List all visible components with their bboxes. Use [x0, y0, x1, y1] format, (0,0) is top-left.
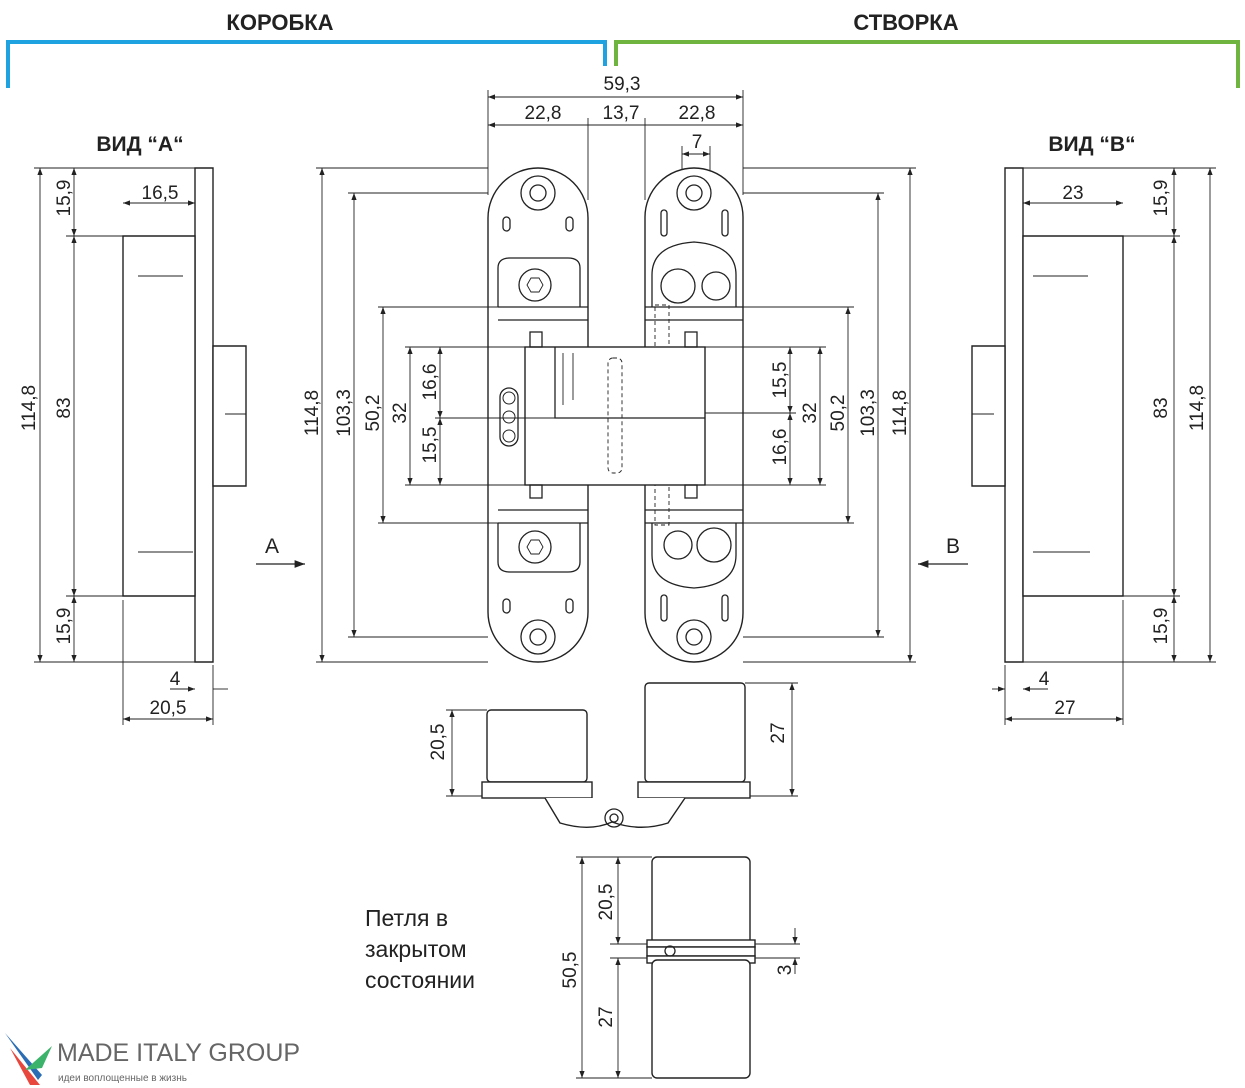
view-a-dim-flange: 4 — [170, 669, 181, 690]
view-a-dim-top: 15,9 — [54, 180, 75, 217]
front-right-dim-upper: 15,5 — [770, 362, 791, 399]
hinge-closed-view — [646, 856, 756, 1079]
dim-total-width: 59,3 — [604, 74, 641, 95]
view-a-dimension-lines — [34, 167, 228, 725]
front-left-dim-upper: 16,6 — [420, 364, 441, 401]
view-a-dim-bottom: 15,9 — [54, 608, 75, 645]
view-a-dim-body-height: 83 — [54, 397, 75, 418]
view-b-dim-body-height: 83 — [1151, 397, 1172, 418]
bottom-dimension-lines — [446, 682, 798, 797]
agb-stamp-icon — [499, 387, 519, 447]
frame-bracket — [6, 40, 607, 88]
view-b-dim-total-height: 114,8 — [1187, 385, 1208, 431]
view-a-dim-depth: 16,5 — [142, 183, 179, 204]
front-left-dim-total: 114,8 — [302, 390, 323, 436]
closed-caption-line2: закрытом — [365, 936, 467, 962]
front-left-dim-plate: 50,2 — [363, 395, 384, 432]
view-b-title: ВИД “B“ — [1048, 133, 1135, 156]
front-left-dim-lower: 15,5 — [420, 427, 441, 464]
closed-caption-line3: состоянии — [365, 967, 475, 993]
view-b-dim-top: 15,9 — [1151, 180, 1172, 217]
view-a-title: ВИД “A“ — [96, 133, 183, 156]
dim-middle-width: 13,7 — [603, 103, 640, 124]
view-b-dimension-lines — [992, 167, 1216, 725]
front-left-dim-body: 32 — [390, 402, 411, 423]
leaf-bracket — [614, 40, 1240, 88]
front-right-dim-total: 114,8 — [890, 390, 911, 436]
closed-dim-lower: 27 — [596, 1006, 617, 1027]
bottom-dim-right-depth: 27 — [768, 722, 789, 743]
leaf-header: СТВОРКА — [853, 10, 958, 35]
hinge-top-view-open — [481, 682, 751, 828]
view-a-dim-total-height: 114,8 — [19, 385, 40, 431]
dim-slot: 7 — [692, 132, 703, 153]
closed-dim-total: 50,5 — [560, 952, 581, 989]
view-a-profile — [122, 167, 247, 663]
view-b-dim-flange: 4 — [1039, 669, 1050, 690]
hinge-center-body — [524, 331, 706, 499]
view-b-dim-width: 27 — [1054, 698, 1075, 719]
view-b-dim-depth: 23 — [1062, 183, 1083, 204]
logo-brand: MADE ITALY GROUP — [57, 1039, 300, 1067]
view-a-dim-width: 20,5 — [150, 698, 187, 719]
dim-right-width: 22,8 — [679, 103, 716, 124]
made-italy-group-logo: MADE ITALY GROUP идеи воплощенные в жизн… — [5, 1033, 300, 1085]
closed-dimension-lines — [576, 856, 800, 1079]
front-right-dim-body: 32 — [800, 402, 821, 423]
front-dimension-lines — [316, 167, 916, 663]
view-b-profile — [971, 167, 1124, 663]
closed-dim-gap: 3 — [775, 965, 796, 976]
frame-header: КОРОБКА — [226, 10, 333, 35]
bottom-dim-left-depth: 20,5 — [428, 724, 449, 761]
front-left-dim-holes: 103,3 — [334, 389, 355, 437]
arrow-b-label: B — [946, 535, 960, 558]
arrow-a-label: A — [265, 535, 279, 558]
closed-caption-line1: Петля в — [365, 905, 448, 931]
dim-left-width: 22,8 — [525, 103, 562, 124]
front-right-dim-lower: 16,6 — [770, 429, 791, 466]
closed-dim-upper: 20,5 — [596, 884, 617, 921]
front-right-dim-holes: 103,3 — [858, 389, 879, 437]
view-b-dim-bottom: 15,9 — [1151, 608, 1172, 645]
logo-tagline: идеи воплощенные в жизнь — [58, 1073, 187, 1084]
front-right-dim-plate: 50,2 — [828, 395, 849, 432]
